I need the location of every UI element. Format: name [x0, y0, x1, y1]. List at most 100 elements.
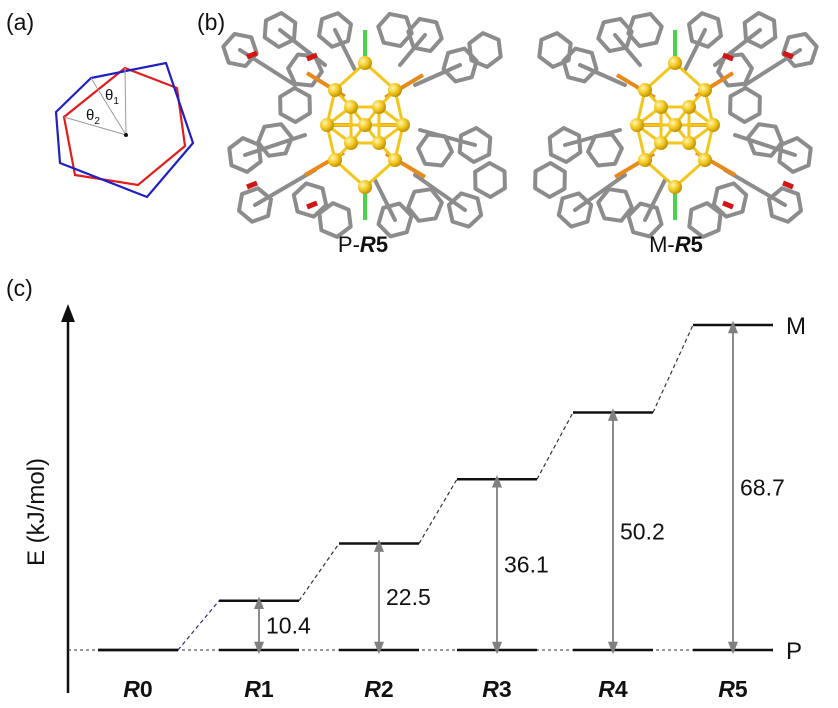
- linker-bond: [418, 128, 477, 147]
- phenyl-ring: [687, 11, 723, 49]
- molecule-drawing: [533, 11, 819, 239]
- phenyl-ring: [406, 187, 444, 223]
- blue-hexagon: [54, 61, 195, 199]
- theta1-label: θ1: [105, 87, 119, 107]
- gold-atom: [344, 100, 358, 114]
- gold-atom: [344, 136, 358, 150]
- oxygen-atom: [246, 50, 258, 60]
- gold-atom: [706, 118, 720, 132]
- linker-bond: [278, 28, 327, 67]
- energy-diagram: E (kJ/mol)R010.4R122.5R236.1R350.2R468.7…: [23, 304, 806, 702]
- oxygen-atom: [306, 200, 318, 210]
- category-label: R4: [598, 676, 628, 702]
- energy-value-label: 22.5: [386, 584, 431, 610]
- caption-m-r5: M-R5: [649, 232, 703, 257]
- linker-bond: [373, 178, 397, 222]
- phenyl-ring: [278, 86, 312, 124]
- overlapping-hexagons: θ1 θ2: [54, 61, 195, 199]
- phenyl-ring: [473, 161, 507, 199]
- gold-atom: [388, 153, 402, 167]
- linker-bond: [573, 173, 627, 212]
- panel-label-b: (b): [197, 9, 225, 35]
- baseline-state-label: P: [786, 638, 802, 665]
- angle-ray: [90, 77, 127, 136]
- gold-atom: [320, 118, 334, 132]
- gold-atom: [630, 118, 644, 132]
- category-label: R2: [364, 676, 393, 702]
- oxygen-atom: [782, 180, 794, 190]
- category-label: R3: [482, 676, 511, 702]
- linker-bond: [563, 128, 622, 147]
- gold-atom: [388, 83, 402, 97]
- y-axis-label: E (kJ/mol): [23, 458, 50, 566]
- linker-bond: [413, 173, 467, 212]
- top-state-label: M: [786, 313, 806, 340]
- angle-ray: [124, 67, 127, 136]
- linker-bond: [243, 133, 307, 157]
- phenyl-ring: [687, 201, 723, 239]
- phenyl-ring: [291, 181, 329, 219]
- energy-value-label: 36.1: [504, 552, 549, 578]
- phenyl-ring: [626, 201, 664, 239]
- gold-atom: [372, 100, 386, 114]
- phenyl-ring: [596, 187, 634, 223]
- phenyl-ring: [237, 186, 273, 224]
- energy-value-label: 10.4: [266, 612, 311, 638]
- caption-p-r5: P-R5: [338, 232, 388, 257]
- level-connector: [177, 600, 220, 651]
- gold-atom: [358, 118, 372, 132]
- gold-atom: [396, 118, 410, 132]
- linker-bond: [413, 63, 462, 87]
- gold-atom: [668, 180, 682, 194]
- phenyl-ring: [537, 31, 573, 69]
- linker-bond: [613, 33, 642, 67]
- gold-atom: [328, 83, 342, 97]
- phenyl-ring: [767, 186, 803, 224]
- linker-bond: [723, 168, 787, 207]
- phenyl-ring: [586, 132, 624, 168]
- phenyl-ring: [626, 11, 664, 49]
- gold-atom: [698, 153, 712, 167]
- panel-label-c: (c): [6, 275, 33, 301]
- structure-p-r5: [221, 11, 507, 239]
- gold-atom: [638, 153, 652, 167]
- gold-atom: [668, 56, 682, 70]
- phenyl-ring: [556, 191, 594, 229]
- oxygen-atom: [246, 180, 258, 190]
- phenyl-ring: [777, 136, 813, 174]
- linker-bond: [683, 28, 707, 72]
- phenyl-ring: [317, 11, 353, 49]
- oxygen-atom: [306, 52, 318, 62]
- phenyl-ring: [376, 201, 414, 239]
- gold-atom: [328, 153, 342, 167]
- category-label: R1: [244, 676, 274, 702]
- y-axis-arrowhead: [61, 304, 75, 322]
- gold-atom: [654, 136, 668, 150]
- phenyl-ring: [221, 31, 259, 69]
- oxygen-atom: [722, 52, 734, 62]
- linker-bond: [713, 28, 762, 67]
- phenyl-ring: [547, 126, 583, 164]
- linker-bond: [398, 33, 427, 67]
- linker-bond: [733, 133, 797, 157]
- level-connector: [418, 478, 458, 544]
- gold-atom: [358, 180, 372, 194]
- phenyl-ring: [406, 16, 444, 54]
- category-label: R0: [123, 676, 152, 702]
- gold-atom: [668, 118, 682, 132]
- molecule-drawing: [221, 11, 507, 239]
- phenyl-ring: [457, 126, 493, 164]
- angle-ray: [63, 116, 127, 136]
- phenyl-ring: [376, 11, 414, 49]
- panel-label-a: (a): [6, 9, 34, 35]
- phenyl-ring: [467, 31, 503, 69]
- category-label: R5: [718, 676, 748, 702]
- phenyl-ring: [262, 11, 298, 49]
- structure-m-r5: [533, 11, 819, 239]
- phenyl-ring: [446, 191, 484, 229]
- linker-bond: [333, 28, 357, 72]
- theta2-label: θ2: [86, 107, 100, 127]
- energy-value-label: 50.2: [620, 518, 665, 544]
- center-point: [124, 133, 128, 137]
